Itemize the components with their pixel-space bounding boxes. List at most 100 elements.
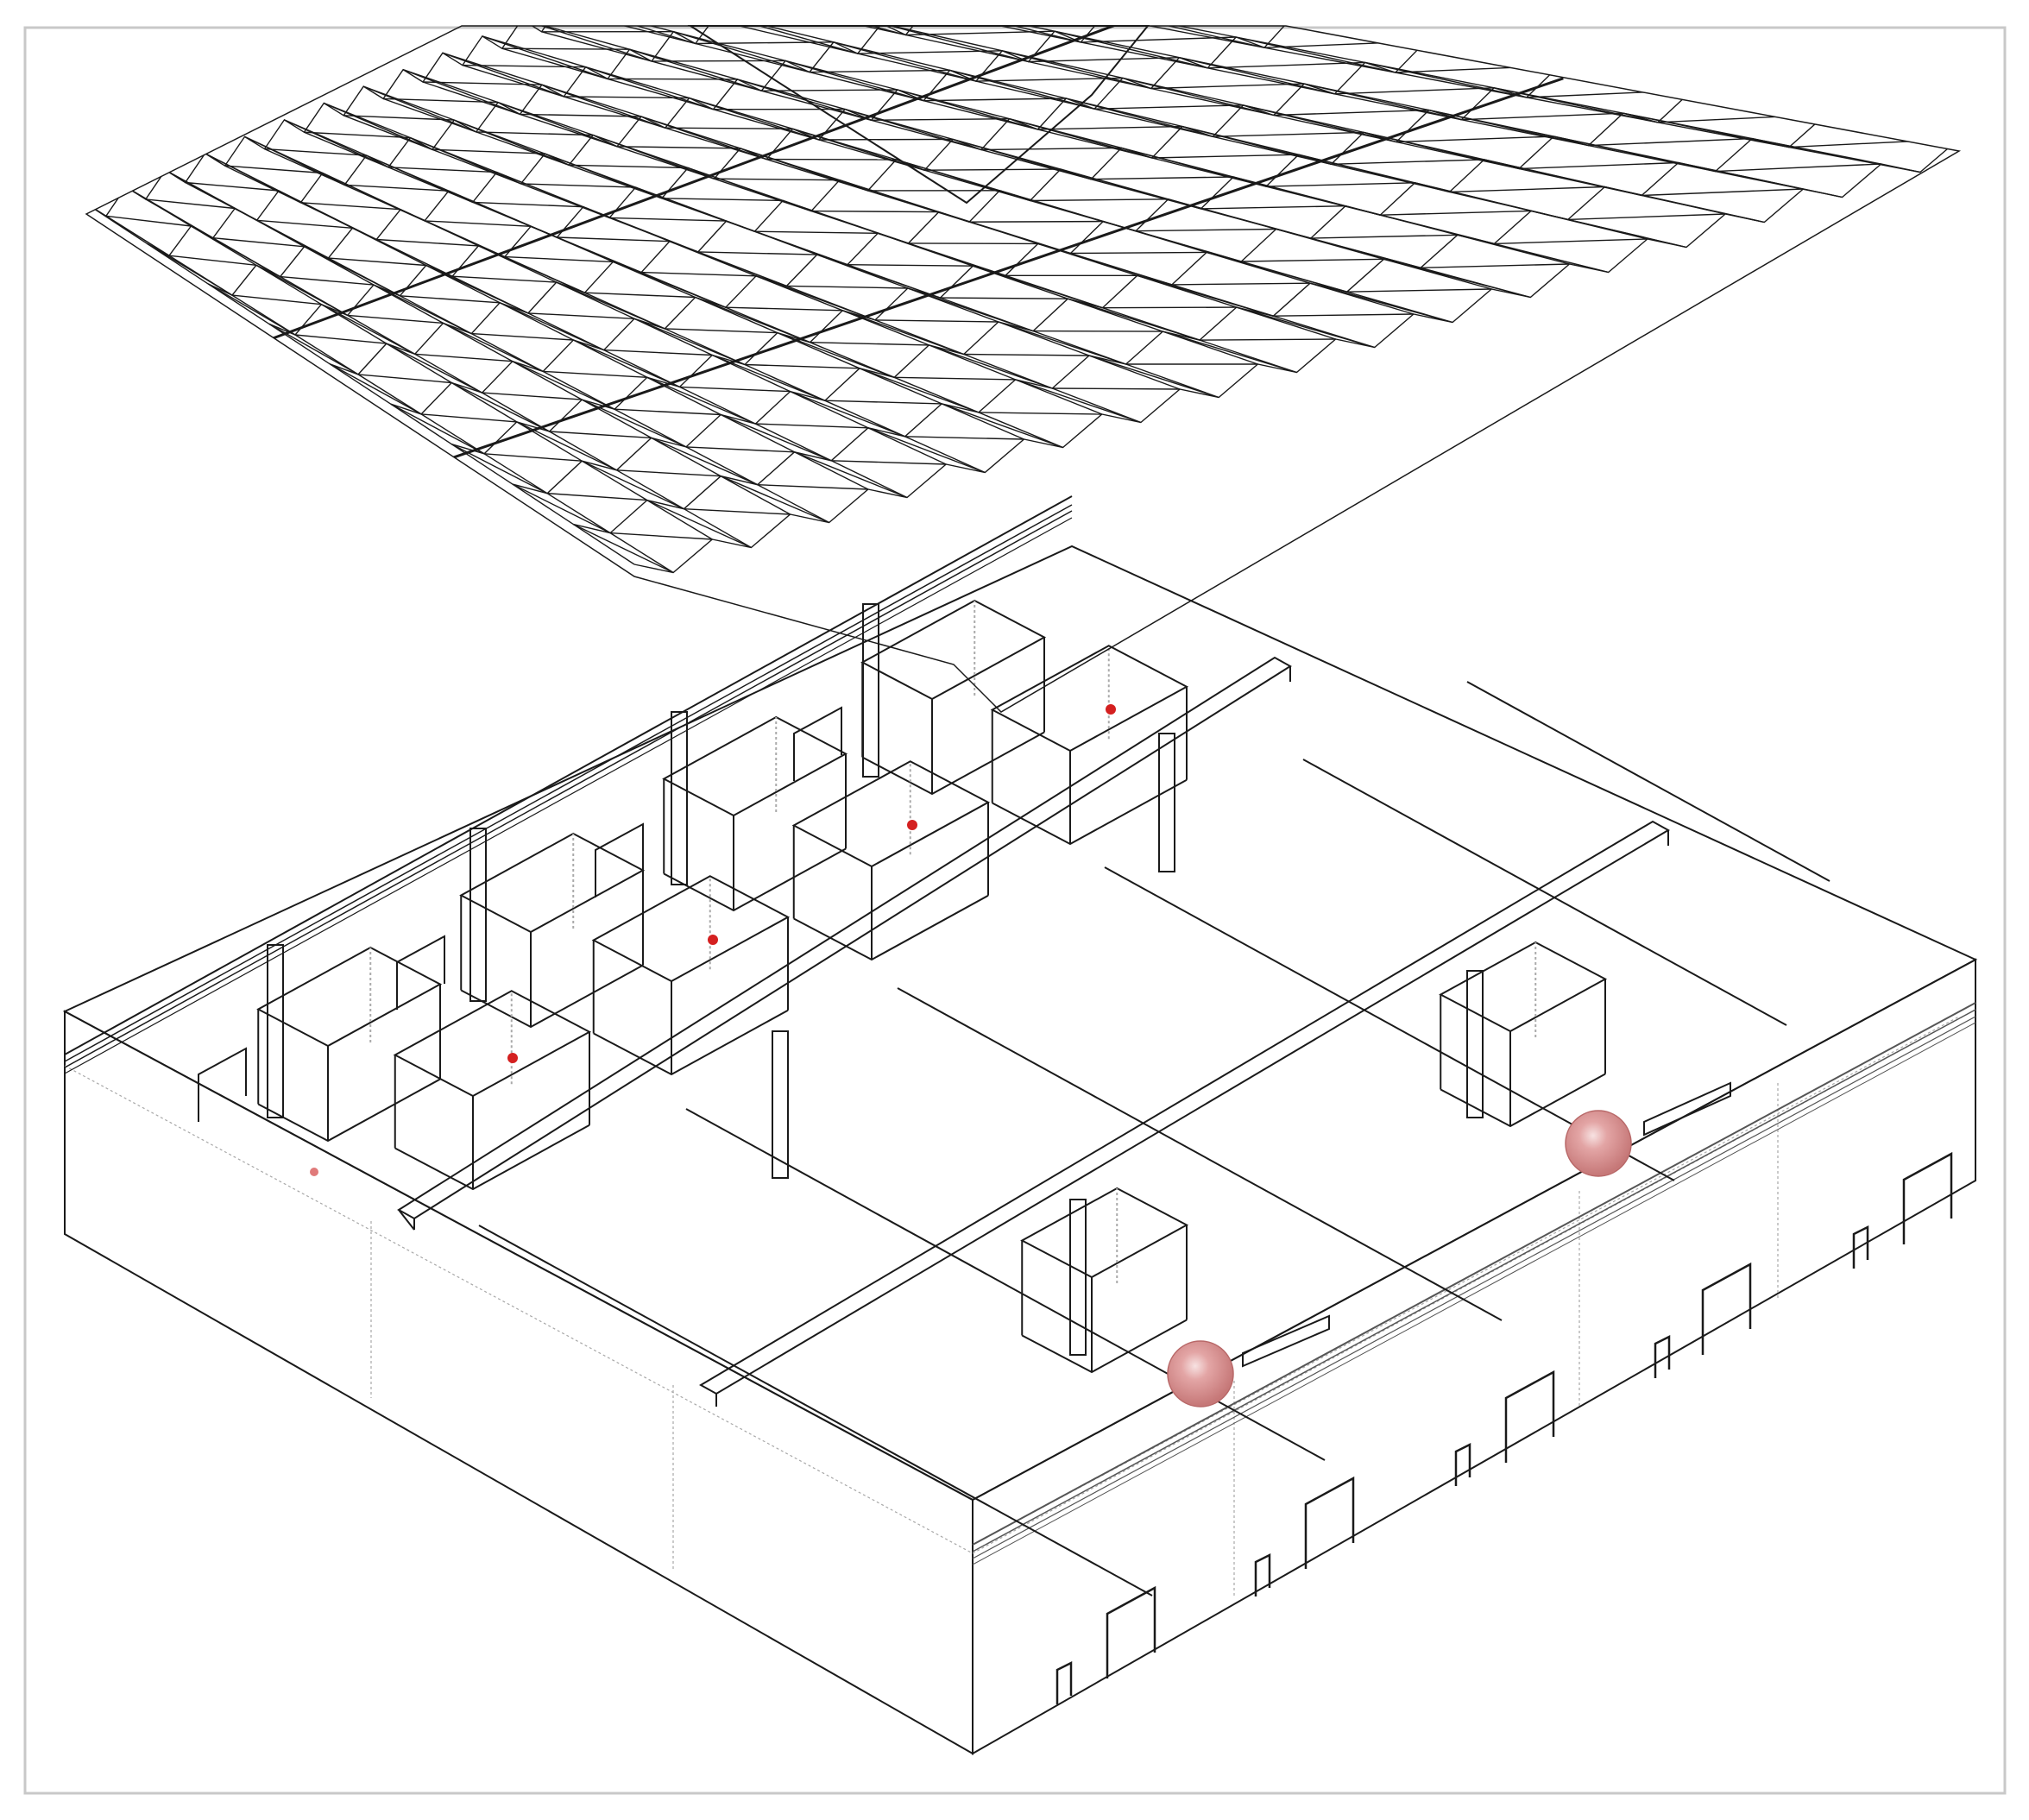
roof-fold [388, 167, 473, 204]
roof-diagonal [390, 403, 485, 455]
floor-stripe [1302, 759, 1787, 1026]
roof-diagonal [894, 376, 1016, 381]
column [862, 603, 879, 778]
roof-fold [824, 400, 905, 438]
roof-fold [712, 354, 791, 393]
roof-fold [609, 532, 674, 574]
roof-fold [1692, 89, 1826, 116]
roof-diagonal [280, 275, 375, 286]
roof-diagonal [347, 314, 444, 324]
roof-fold [640, 271, 727, 308]
box-base [394, 1124, 590, 1191]
roof-diagonal [1066, 98, 1213, 137]
roof-fold [1091, 179, 1201, 210]
roof-fold [1461, 119, 1589, 147]
interior-columns [267, 603, 1484, 1356]
roof-diagonal [516, 421, 617, 471]
roof-diagonal [543, 370, 647, 378]
roof-diagonal [383, 98, 499, 104]
roof-diagonal [400, 295, 501, 304]
roof-diagonal [1088, 355, 1219, 399]
roof-diagonal [1380, 210, 1532, 216]
roof-diagonal [924, 168, 1061, 171]
roof-diagonal [923, 98, 1067, 102]
exterior-door [1304, 1476, 1355, 1569]
roof-diagonal [684, 508, 791, 515]
roof-fold [268, 323, 331, 365]
roof-fold [1132, 26, 1265, 48]
roof-fold [521, 26, 630, 50]
roof-fold [512, 361, 583, 400]
roof-diagonal [1052, 387, 1181, 390]
beam-stub-1 [1242, 1314, 1330, 1368]
box-top [1020, 1187, 1189, 1279]
roof-fold [1346, 291, 1453, 324]
roof-fold [504, 255, 585, 293]
roof-diagonal [640, 0, 783, 9]
roof-diagonal [376, 238, 479, 247]
roof-diagonal [760, 26, 906, 36]
roof-diagonal [1106, 26, 1265, 48]
roof-fold [584, 292, 665, 330]
roof-diagonal [941, 403, 1063, 449]
right-face-doors [1055, 1151, 1953, 1704]
roof-diagonal [601, 26, 740, 27]
interior-box [459, 832, 646, 1029]
roof-fold [881, 26, 1003, 52]
roof-fold [1199, 339, 1297, 374]
roof-fold [482, 35, 586, 68]
box-base [1021, 1319, 1188, 1374]
roof-fold [929, 26, 1055, 32]
roof-diagonal [897, 89, 1038, 130]
exterior-small-door [1654, 1334, 1671, 1378]
box-top [256, 946, 443, 1048]
roof-fold [673, 31, 786, 62]
roof-diagonal [424, 220, 532, 227]
roof-fold [1788, 146, 1921, 173]
roof-fold [442, 52, 543, 85]
roof-fold [720, 413, 795, 453]
roof-diagonal [585, 66, 714, 110]
roof-fold [549, 431, 617, 471]
roof-fold [1395, 72, 1528, 98]
roof-skylight [687, 25, 1150, 205]
roof-fold [893, 376, 980, 413]
roof-fold [717, 26, 835, 43]
roof-diagonal [978, 412, 1102, 415]
roof-fold [720, 475, 791, 515]
roof-fold [343, 115, 433, 150]
roof-fold [602, 0, 718, 14]
roof-fold [451, 275, 529, 314]
roof-fold [105, 215, 170, 256]
roof-fold [573, 524, 635, 565]
roof-diagonal [1273, 313, 1414, 317]
roof-fold [980, 148, 1092, 180]
box-top [662, 715, 848, 817]
roof-gutter [272, 26, 1169, 340]
light-sphere [1565, 1110, 1632, 1177]
roof-diagonal [757, 484, 868, 490]
roof-diagonal [720, 413, 832, 462]
roof-fold [520, 183, 610, 219]
roof-fold [827, 0, 954, 16]
roof-fold [651, 60, 762, 91]
roof-diagonal [761, 89, 898, 91]
roof-diagonal [168, 255, 256, 266]
interior-box [256, 946, 443, 1143]
roof-gutter [452, 77, 1564, 459]
roof-diagonal [549, 431, 652, 439]
roof-diagonal [1037, 125, 1183, 130]
roof-diagonal [1334, 87, 1495, 95]
roof-diagonal [284, 119, 389, 168]
roof-fold [564, 96, 666, 129]
roof-diagonal [929, 26, 1081, 43]
roof-diagonal [1364, 61, 1528, 98]
box-top [393, 990, 592, 1098]
roof-fold [386, 343, 452, 384]
roof-fold [629, 48, 738, 80]
interior-beams [397, 656, 1731, 1407]
roof-diagonal [646, 376, 756, 425]
roof-diagonal [1518, 161, 1679, 170]
roof-fold [520, 113, 618, 148]
